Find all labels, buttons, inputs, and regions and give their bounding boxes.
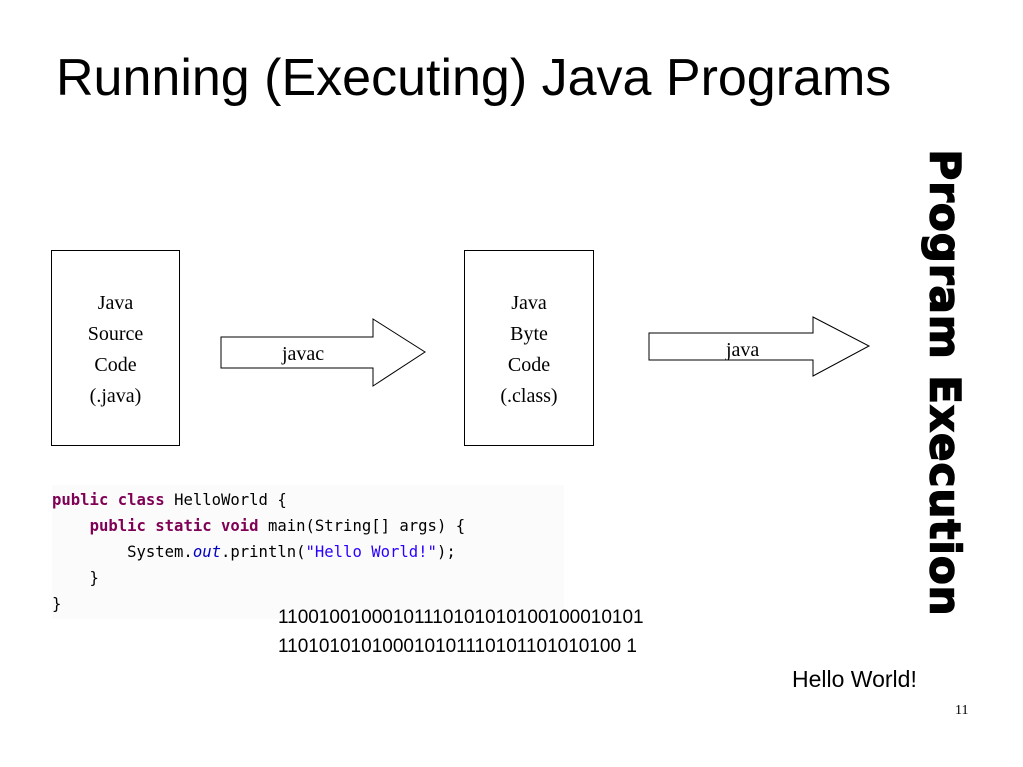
code-token: HelloWorld { [174, 491, 287, 509]
page-number: 11 [955, 703, 969, 718]
code-line: } [52, 591, 61, 617]
code-token: ); [436, 543, 456, 561]
code-token: .println( [221, 543, 306, 561]
code-token: "Hello World!" [305, 543, 437, 561]
byte-box-line: Java [511, 292, 547, 314]
source-box-line: Code [94, 354, 137, 376]
side-label-text: Program Execution [920, 148, 971, 617]
hello-world-code-snippet: public class HelloWorld { public static … [52, 485, 564, 619]
code-line: public static void main(String[] args) { [52, 513, 466, 539]
java-label: java [726, 339, 760, 361]
binary-line-1: 11001001000101110101010100100010101 [278, 607, 644, 628]
byte-box-line: (.class) [500, 385, 558, 407]
code-token: out [192, 543, 221, 561]
javac-arrow [220, 318, 426, 387]
java-source-code-box: Java Source Code (.java) [51, 250, 180, 446]
source-box-line: (.java) [89, 385, 142, 407]
java-run-arrow [648, 316, 871, 377]
javac-label: javac [282, 343, 325, 365]
source-box-line: Java [97, 292, 134, 314]
code-token: } [52, 595, 62, 613]
code-token: System. [52, 543, 193, 561]
binary-line-2: 110101010100010101110101101010100 1 [278, 636, 637, 657]
java-byte-code-box: Java Byte Code (.class) [464, 250, 594, 446]
code-token: } [52, 569, 99, 587]
byte-box-line: Byte [510, 323, 548, 345]
vertical-side-label: Program Execution [920, 120, 971, 645]
code-line: System.out.println("Hello World!"); [52, 539, 456, 565]
code-token: public static void [89, 517, 268, 535]
source-box-text: Java Source Code (.java) [52, 288, 179, 412]
byte-box-line: Code [507, 354, 551, 376]
source-box-line: Source [87, 323, 144, 345]
code-token [52, 517, 90, 535]
byte-box-text: Java Byte Code (.class) [465, 288, 593, 412]
code-token: main(String[] args) { [267, 517, 466, 535]
code-line: } [52, 565, 99, 591]
code-token: public class [52, 491, 175, 509]
program-output: Hello World! [792, 666, 917, 692]
slide-title: Running (Executing) Java Programs [56, 49, 892, 107]
code-line: public class HelloWorld { [52, 487, 287, 513]
